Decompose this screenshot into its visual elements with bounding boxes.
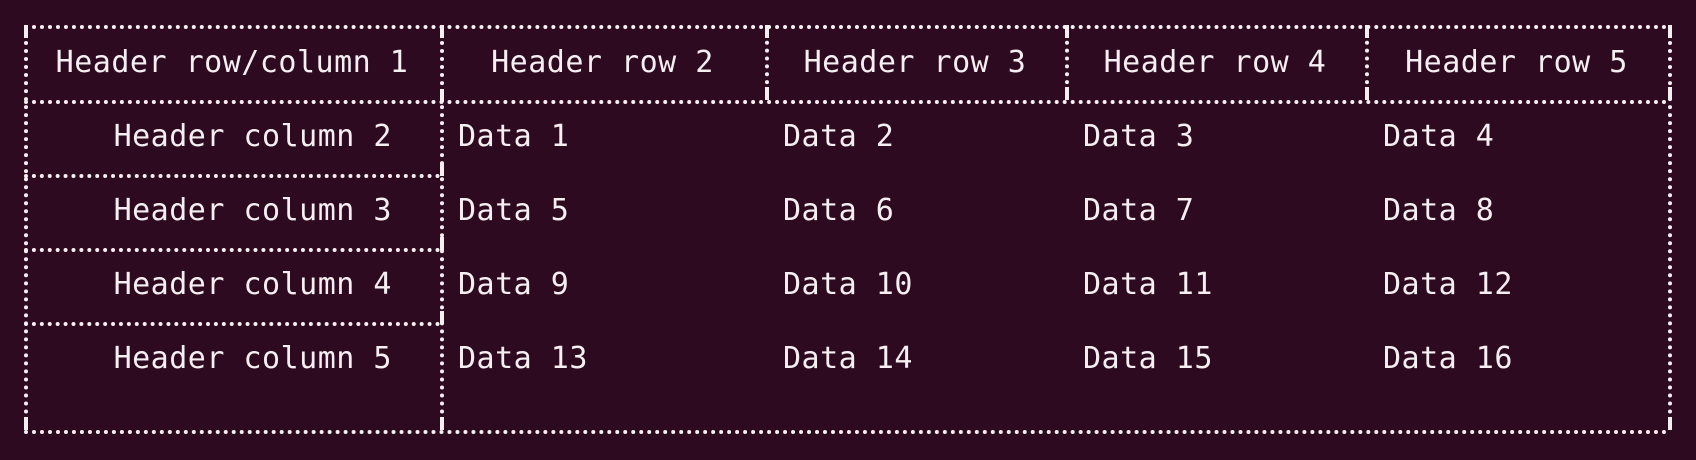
table-cell: Data 2	[783, 119, 895, 154]
table-cell: Data 3	[1083, 119, 1195, 154]
row-header-5: Header column 5	[113, 341, 392, 376]
column-header-3: Header row 3	[803, 44, 1027, 80]
table-cell: Data 11	[1083, 267, 1213, 302]
table-cell: Data 4	[1383, 119, 1495, 154]
data-table: Header row/column 1 Header row 2 Header …	[24, 25, 1672, 434]
table-cell: Data 5	[458, 193, 570, 228]
table-cell: Data 9	[458, 267, 570, 302]
table-cell: Data 12	[1383, 267, 1513, 302]
table-cell: Data 7	[1083, 193, 1195, 228]
row-header-2: Header column 2	[113, 119, 392, 154]
row-header-4: Header column 4	[113, 267, 392, 302]
table-cell: Data 16	[1383, 341, 1513, 376]
table-corner-header: Header row/column 1	[55, 44, 409, 80]
column-header-5: Header row 5	[1405, 44, 1628, 80]
column-header-4: Header row 4	[1103, 44, 1327, 80]
row-header-3: Header column 3	[113, 193, 392, 228]
table-border-bottom	[24, 430, 1668, 434]
corner-cap	[1668, 87, 1672, 100]
table-cell: Data 6	[783, 193, 895, 228]
table-cell: Data 13	[458, 341, 588, 376]
table-cell: Data 10	[783, 267, 913, 302]
table-grid: Header row/column 1 Header row 2 Header …	[24, 25, 1668, 430]
column-header-2: Header row 2	[491, 44, 714, 80]
table-border-right	[1668, 25, 1672, 430]
table-cell: Data 14	[783, 341, 913, 376]
corner-cap	[1668, 417, 1672, 430]
table-cell: Data 1	[458, 119, 570, 154]
table-cell: Data 15	[1083, 341, 1213, 376]
table-cell: Data 8	[1383, 193, 1495, 228]
corner-cap	[1668, 25, 1672, 38]
